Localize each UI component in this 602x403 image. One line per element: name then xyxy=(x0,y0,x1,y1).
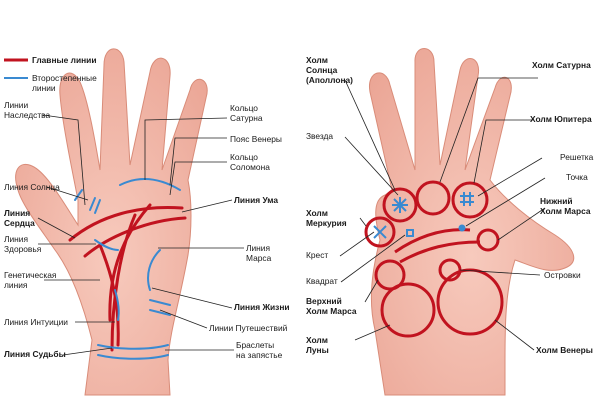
label-jupiter-mount: Холм Юпитера xyxy=(530,114,592,124)
square-sign xyxy=(406,229,414,237)
mars-line xyxy=(147,249,161,291)
label-mercury-mount: Холм Меркурия xyxy=(306,208,347,228)
label-upper-mars-mount: Верхний Холм Марса xyxy=(306,296,357,316)
label-square: Квадрат xyxy=(306,276,338,286)
label-saturn-ring: Кольцо Сатурна xyxy=(230,103,263,123)
label-mind-line: Линия Ума xyxy=(234,195,278,205)
jupiter-mount-circle xyxy=(451,181,489,219)
bracelet-1 xyxy=(97,344,169,350)
label-venus-belt: Пояс Венеры xyxy=(230,134,282,144)
label-wrist-bracelets: Браслеты на запястье xyxy=(236,340,283,360)
right-mind-line xyxy=(399,240,481,264)
left-hand xyxy=(15,48,208,396)
venus-belt-line xyxy=(119,178,181,191)
label-health-line: Линия Здоровья xyxy=(4,234,42,254)
life-line xyxy=(108,203,152,322)
left-hand-shape xyxy=(15,48,208,396)
left-hand-main-lines xyxy=(68,203,187,352)
right-hand xyxy=(364,48,575,396)
label-life-line: Линия Жизни xyxy=(234,302,290,312)
label-genetic-line: Генетическая линия xyxy=(4,270,57,290)
sun-line-2 xyxy=(94,199,101,214)
label-mars-line: Линия Марса xyxy=(246,243,272,263)
head-line-2 xyxy=(98,243,120,347)
upper-mars-mount-circle xyxy=(374,259,406,291)
legend-main-lines-label: Главные линии xyxy=(32,55,97,65)
travel-line xyxy=(149,299,171,306)
grid-sign xyxy=(460,192,474,206)
label-travel-lines: Линии Путешествий xyxy=(209,323,288,333)
right-hand-mounts xyxy=(364,180,504,338)
intuition-line xyxy=(114,289,120,321)
cross-sign xyxy=(373,225,387,239)
right-hand-signs xyxy=(373,192,474,239)
venus-mount-circle xyxy=(436,268,504,336)
label-grid: Решетка xyxy=(560,152,594,162)
saturn-mount-circle xyxy=(415,180,451,216)
label-cross: Крест xyxy=(306,250,329,260)
label-dot: Точка xyxy=(566,172,588,182)
leader-lines xyxy=(37,77,546,356)
fate-line xyxy=(110,213,137,352)
label-solomon-ring: Кольцо Соломона xyxy=(230,152,270,172)
moon-mount-circle xyxy=(380,282,436,338)
heart-line xyxy=(68,206,184,242)
heritage-line xyxy=(74,189,83,201)
label-heritage-lines: Линии Наследства xyxy=(4,100,51,120)
label-intuition-line: Линия Интуиции xyxy=(4,317,68,327)
label-moon-mount: Холм Луны xyxy=(306,335,329,355)
label-heart-line: Линия Сердца xyxy=(4,208,35,228)
mercury-mount-circle xyxy=(364,216,396,248)
label-saturn-mount: Холм Сатурна xyxy=(532,60,591,70)
dot-sign xyxy=(458,224,466,232)
label-venus-mount: Холм Венеры xyxy=(536,345,593,355)
star-sign xyxy=(392,197,408,213)
sun-line xyxy=(89,197,96,211)
bracelet-2 xyxy=(97,354,169,360)
label-fate-line: Линия Судьбы xyxy=(4,349,66,359)
label-islands: Островки xyxy=(544,270,581,280)
health-line xyxy=(94,239,119,251)
legend-secondary-lines-label: Второстепенные линии xyxy=(32,73,97,93)
label-star: Звезда xyxy=(306,131,334,141)
right-hand-shape xyxy=(369,48,575,396)
travel-line-2 xyxy=(149,309,171,316)
label-sun-mount: Холм Солнца (Аполлона) xyxy=(306,55,353,85)
label-lower-mars-mount: Нижний Холм Марса xyxy=(540,196,591,216)
left-hand-secondary-lines xyxy=(74,178,181,360)
label-sun-line: Линия Солнца xyxy=(4,182,60,192)
sun-mount-circle xyxy=(382,187,418,223)
